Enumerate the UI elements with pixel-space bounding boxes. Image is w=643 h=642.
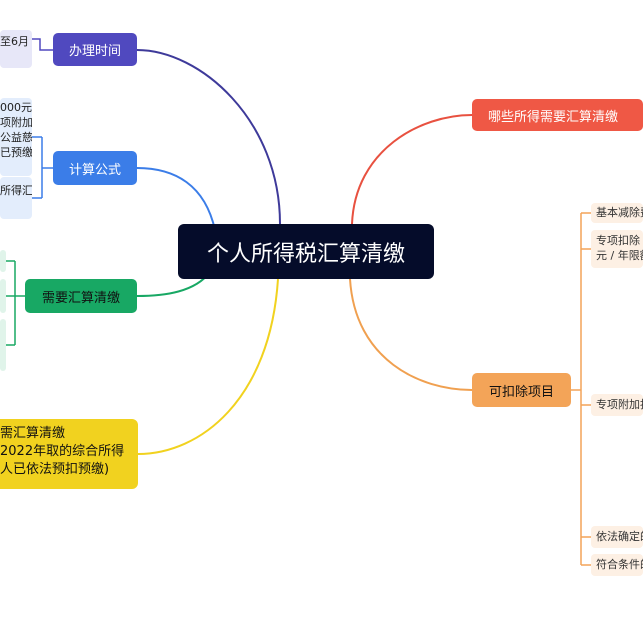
link-root-which — [351, 114, 473, 225]
leaf-text: 元 / 年限额 — [596, 249, 643, 262]
branch-formula-label: 计算公式 — [68, 162, 121, 178]
deduct-item-legal[interactable]: 依法确定的 — [591, 526, 643, 548]
link-root-formula — [136, 167, 216, 231]
root-topic[interactable]: 个人所得税汇算清缴 — [178, 224, 434, 279]
branch-no-filing-line: 需汇算清缴 — [0, 426, 66, 441]
leaf-formula-2[interactable]: 所得汇 — [0, 177, 32, 219]
leaf-need-3[interactable] — [0, 319, 6, 371]
branch-deductible-items-label: 可扣除项目 — [488, 384, 554, 400]
link-root-exempt — [137, 278, 279, 455]
link-root-deduct — [349, 278, 473, 391]
branch-no-filing[interactable]: 需汇算清缴 2022年取的综合所得 人已依法预扣预缴) — [0, 419, 138, 489]
bracket-need — [6, 260, 25, 346]
leaf-text: 公益慈 — [0, 131, 32, 144]
leaf-text: 基本减除费 — [596, 206, 643, 219]
branch-which-income-label: 哪些所得需要汇算清缴 — [488, 109, 619, 125]
branch-processing-time-label: 办理时间 — [68, 44, 121, 59]
leaf-text: 项附加 — [0, 116, 32, 129]
leaf-text: 000元 — [0, 101, 32, 114]
leaf-text: 至6月 — [0, 35, 29, 48]
leaf-text: 所得汇 — [0, 184, 32, 197]
deduct-item-special-additional[interactable]: 专项附加扣 — [591, 394, 643, 416]
bracket-deduct — [571, 212, 591, 566]
link-root-time — [136, 49, 281, 225]
leaf-text: 专项扣除 — [596, 234, 640, 247]
branch-deductible-items[interactable]: 可扣除项目 — [472, 373, 571, 407]
branch-need-filing[interactable]: 需要汇算清缴 — [25, 279, 137, 313]
branch-no-filing-line: 2022年取的综合所得 — [0, 444, 125, 459]
root-title: 个人所得税汇算清缴 — [206, 241, 405, 267]
bracket-formula — [32, 136, 53, 199]
deduct-item-basic[interactable]: 基本减除费 — [591, 203, 643, 223]
leaf-text: 专项附加扣 — [596, 398, 643, 411]
leaf-text: 已预缴 — [0, 146, 32, 159]
branch-which-income[interactable]: 哪些所得需要汇算清缴 — [472, 99, 643, 131]
branch-processing-time[interactable]: 办理时间 — [53, 33, 137, 66]
leaf-text: 依法确定的 — [596, 530, 643, 543]
leaf-need-1[interactable] — [0, 250, 6, 272]
branch-formula[interactable]: 计算公式 — [53, 151, 137, 185]
deduct-item-special[interactable]: 专项扣除 元 / 年限额 — [591, 230, 643, 268]
branch-no-filing-line: 人已依法预扣预缴) — [0, 462, 110, 477]
leaf-formula-1[interactable]: 000元 项附加 公益慈 已预缴 — [0, 98, 32, 176]
leaf-text: 符合条件的 — [596, 558, 643, 571]
leaf-need-2[interactable] — [0, 279, 6, 313]
bracket-time — [32, 38, 53, 51]
branch-need-filing-label: 需要汇算清缴 — [41, 290, 120, 306]
leaf-processing-time[interactable]: 至6月 — [0, 30, 32, 68]
deduct-item-qualified[interactable]: 符合条件的 — [591, 554, 643, 576]
